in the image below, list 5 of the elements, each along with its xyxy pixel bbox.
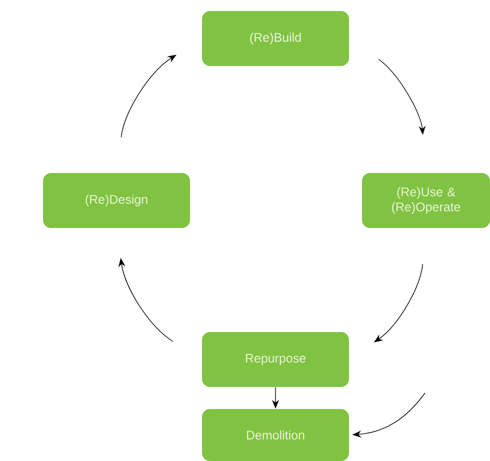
process-box: (Re)Build bbox=[202, 11, 349, 66]
process-box: (Re)Design bbox=[43, 173, 190, 228]
process-box: Repurpose bbox=[202, 332, 349, 387]
process-box: Demolition bbox=[202, 409, 349, 461]
process-box: (Re)Use & (Re)Operate bbox=[362, 173, 490, 228]
